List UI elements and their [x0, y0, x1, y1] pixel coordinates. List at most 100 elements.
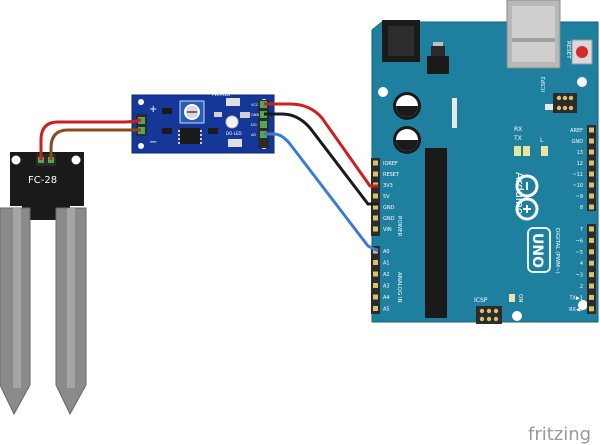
pin-label: VIN [383, 227, 392, 233]
pin-label: IOREF [383, 161, 398, 167]
pin-label: ~9 [576, 194, 583, 200]
header-pin [589, 306, 594, 312]
gnd-wire [264, 112, 378, 206]
header-pin [589, 249, 594, 255]
pin-label: TX▶1 [568, 295, 583, 301]
analog-header [371, 246, 380, 314]
module-output-pin [260, 131, 267, 138]
pwr-led-label: PWR-LED [212, 92, 230, 97]
ao-wire [264, 132, 379, 253]
pin-label: A3 [383, 284, 390, 290]
power-header-label: POWER [396, 216, 402, 237]
pin-label: 12 [577, 161, 583, 167]
probe-mount-hole [11, 155, 21, 165]
module-input-pin-plus [138, 117, 145, 124]
pwr-led [226, 98, 240, 106]
capacitor [393, 126, 421, 154]
pin-label: A1 [383, 261, 390, 267]
pin-label: RX◀0 [569, 307, 583, 313]
header-pin [373, 306, 378, 311]
pin-label: ~3 [576, 273, 583, 279]
do-led [228, 139, 242, 147]
analog-header-label: ANALOG IN [396, 272, 402, 303]
icsp2-label: ICSP2 [541, 76, 547, 92]
mounting-hole [378, 87, 388, 97]
crystal [452, 98, 457, 128]
module-input-pin-minus [138, 127, 145, 134]
wires [39, 102, 379, 253]
arduino-logo [515, 174, 539, 221]
probe-mount-hole [71, 155, 81, 165]
pin-label: 5V [383, 194, 390, 200]
uno-badge: UNO [527, 227, 551, 273]
pin-label: 13 [577, 150, 583, 156]
header-pin [589, 193, 594, 199]
pin-label: ~11 [572, 172, 583, 178]
pin-label: GND [383, 216, 395, 222]
probe-label: FC-28 [28, 175, 57, 186]
pin-label: 3V3 [383, 183, 393, 189]
power-header [371, 158, 380, 236]
header-pin [373, 260, 378, 265]
usb-connector [506, 0, 561, 69]
arduino-uno-board: RESET ICSP2 TX RX L Arduino UN [371, 0, 599, 324]
module-output-label: AO [251, 133, 256, 137]
header-pin [589, 294, 594, 300]
mounting-hole [577, 77, 587, 87]
header-pin [373, 215, 378, 221]
pin-label: GND [383, 205, 395, 211]
l-led [541, 146, 548, 156]
header-pin [373, 283, 378, 288]
header-pin [373, 294, 378, 300]
module-output-label: VCC [251, 103, 259, 107]
pin-label: A2 [383, 272, 390, 278]
header-pin [589, 160, 594, 166]
probe-brown-wire [49, 128, 141, 160]
icsp-label: ICSP [474, 297, 488, 304]
header-pin [589, 204, 594, 210]
header-pin [589, 226, 594, 232]
pin-label: GND [572, 139, 584, 145]
header-pin [373, 204, 378, 210]
pin-label: AREF [570, 128, 583, 134]
plus-pin-label: + [149, 104, 157, 115]
header-pin [589, 182, 594, 188]
icsp-header [476, 306, 502, 324]
soil-moisture-probe: FC-28 [0, 152, 87, 416]
header-pin [589, 272, 594, 278]
tx-led [514, 146, 521, 156]
l-label: L [540, 137, 544, 144]
header-pin [373, 171, 378, 177]
do-led-label: DO-LED [226, 131, 242, 136]
on-led [509, 294, 515, 302]
potentiometer[interactable] [179, 100, 205, 124]
digital-header-top [587, 125, 596, 211]
mounting-hole [578, 300, 588, 310]
header-pin [589, 149, 594, 155]
pin-label: ~5 [576, 250, 583, 256]
model-label: UNO [529, 233, 545, 268]
header-pin [589, 127, 594, 133]
mounting-hole [512, 311, 522, 321]
module-output-label: GND [251, 113, 259, 117]
pin-label: 2 [580, 284, 583, 290]
voltage-regulator [427, 42, 449, 74]
header-pin [589, 171, 594, 177]
header-pin [589, 283, 594, 289]
capacitor [393, 92, 421, 120]
pin-label: RESET [383, 172, 400, 178]
module-output-pin [260, 111, 267, 118]
reset-button[interactable] [571, 39, 593, 65]
pin-label: A5 [383, 307, 390, 313]
header-pin [373, 271, 378, 277]
digital-header-label: DIGITAL (PWM~) [554, 228, 560, 274]
atmega-chip [425, 148, 447, 318]
arduino-brand: Arduino [513, 172, 526, 215]
minus-pin-label: − [149, 137, 157, 148]
header-pin [589, 260, 594, 266]
pin-label: 8 [580, 205, 583, 211]
header-pin [373, 226, 378, 232]
pin-label: 7 [580, 227, 583, 233]
